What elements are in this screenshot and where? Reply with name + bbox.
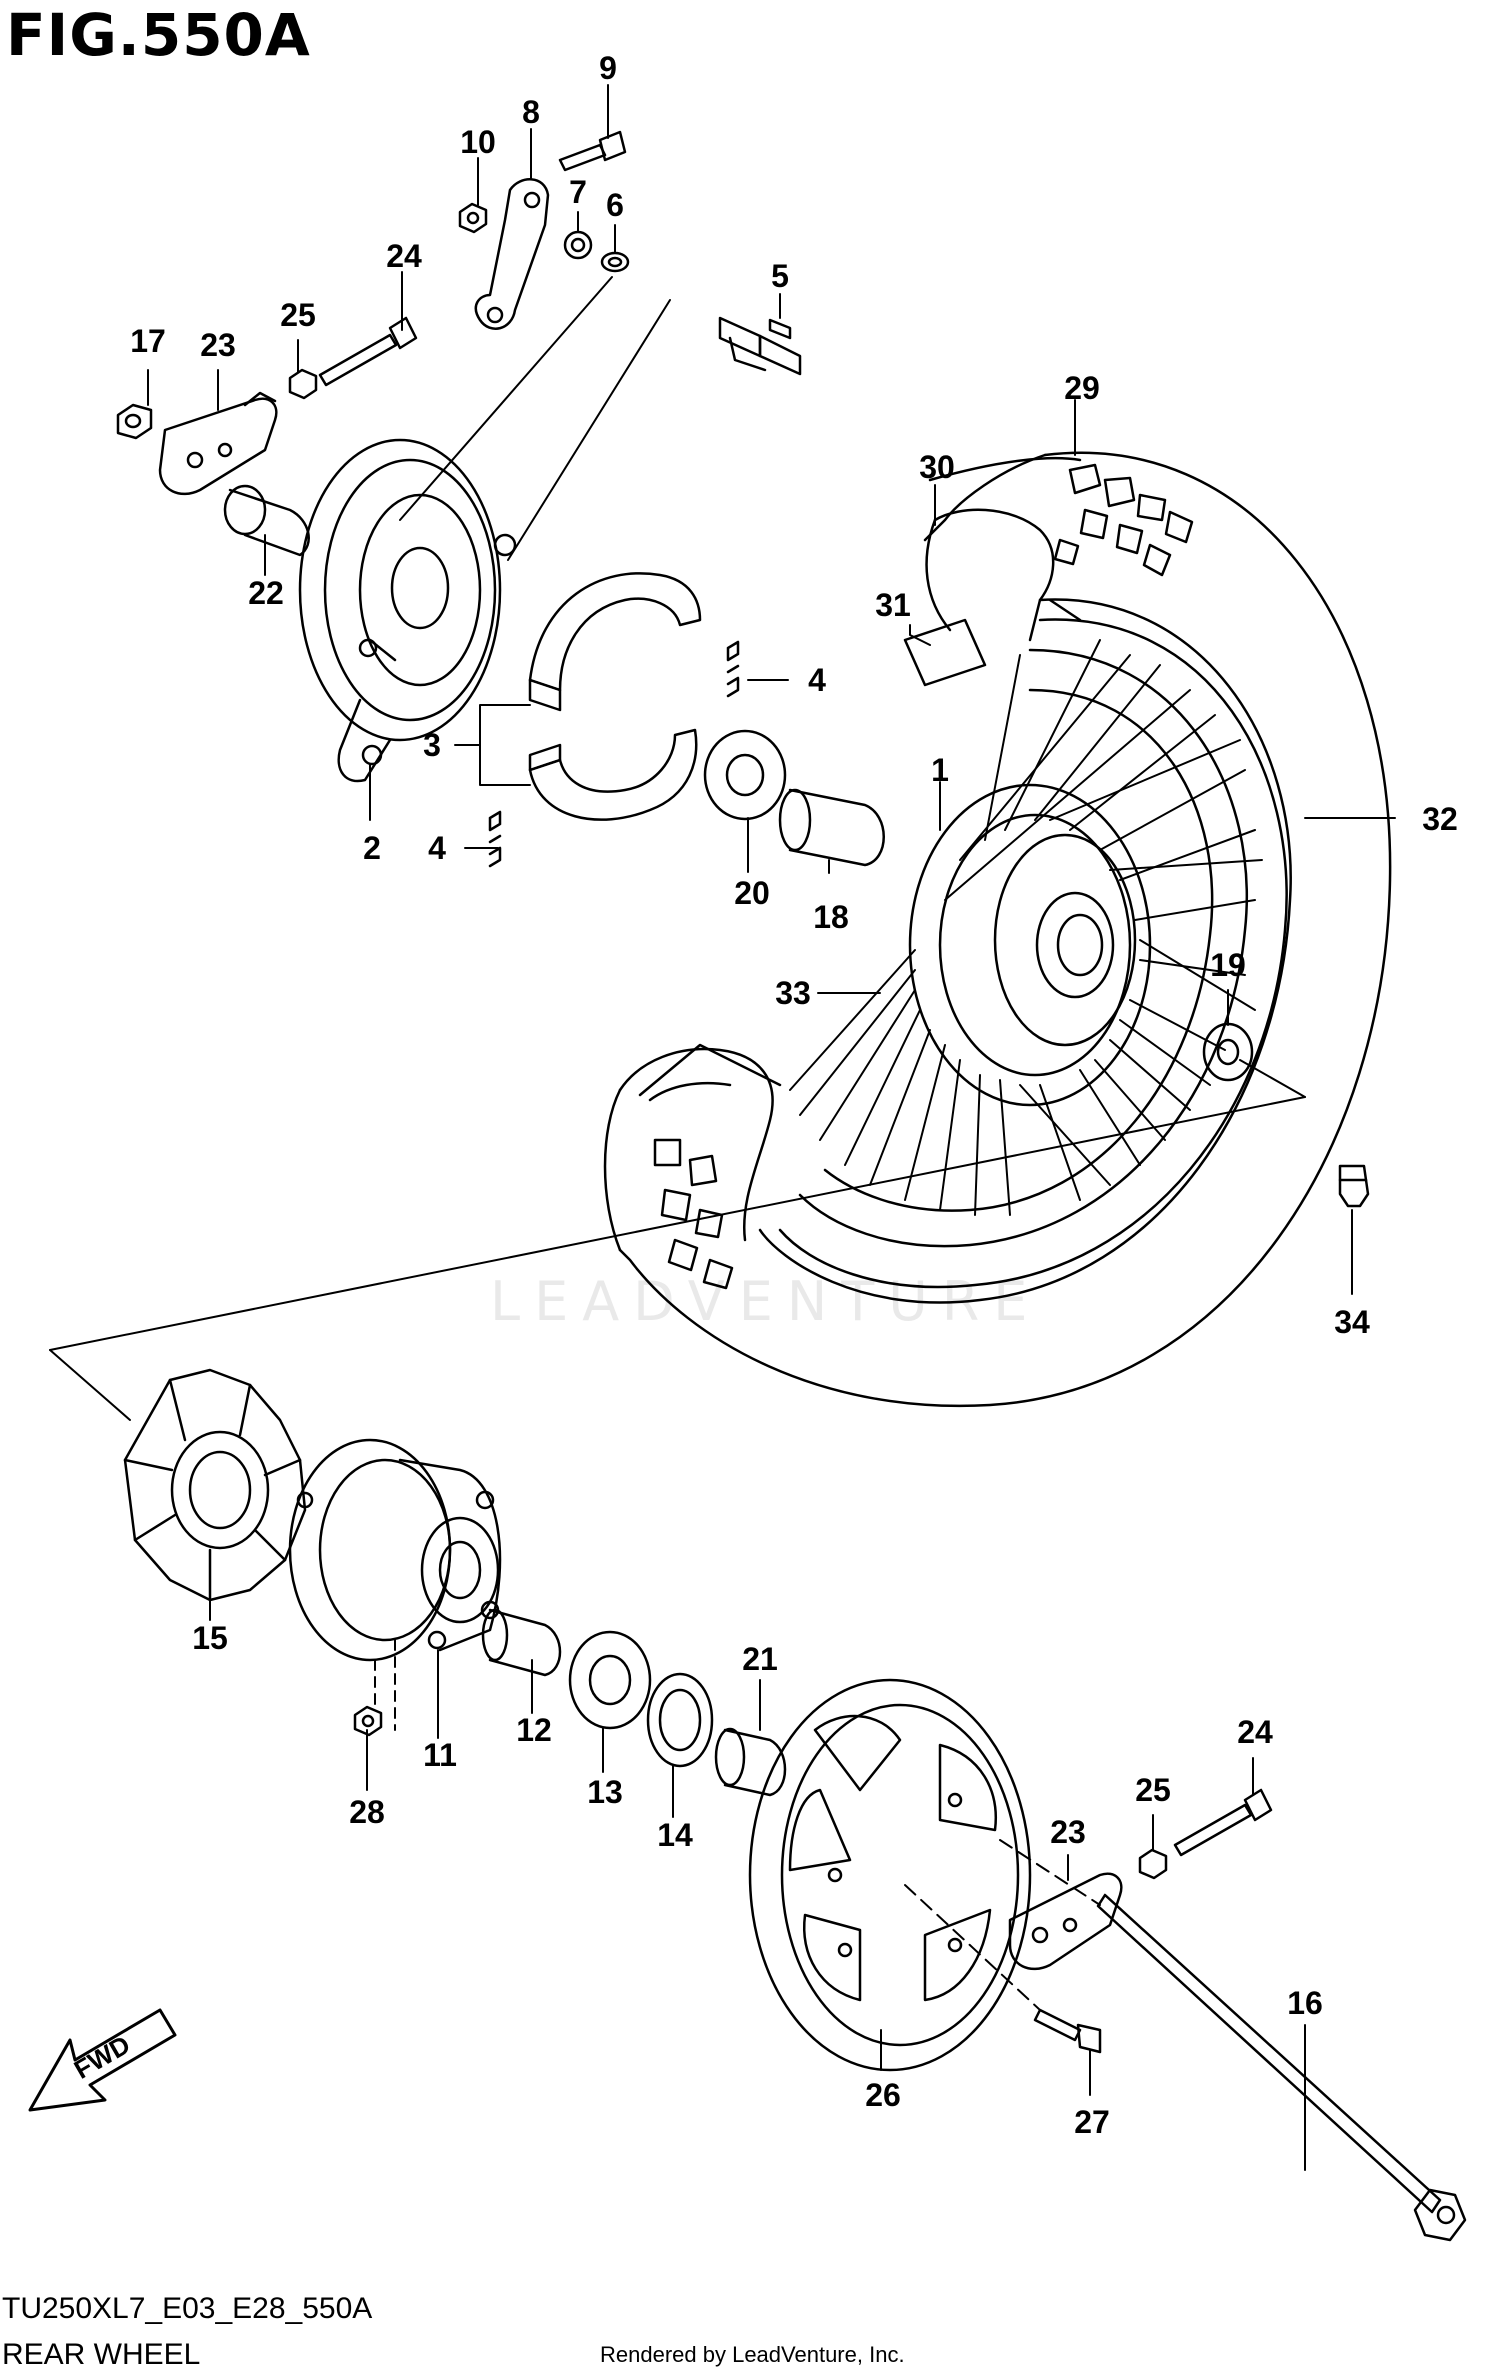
callout-31: 31 — [875, 587, 911, 623]
callout-17: 17 — [130, 323, 166, 359]
spacer-18 — [780, 790, 884, 865]
callout-25b: 25 — [1135, 1772, 1171, 1808]
bearing-19 — [1204, 1024, 1252, 1080]
brake-cam — [720, 318, 800, 374]
springs — [490, 642, 738, 866]
guide-lines — [50, 277, 1305, 2010]
bearing-13 — [570, 1632, 650, 1728]
fwd-arrow — [30, 2010, 175, 2110]
spacer-12 — [483, 1610, 560, 1675]
leader-lines — [148, 85, 1395, 2170]
adjuster-bolt-upper — [320, 318, 416, 385]
chain-adjuster-lower — [1010, 1874, 1121, 1969]
callout-16: 16 — [1287, 1985, 1323, 2021]
bearing-20 — [705, 731, 785, 819]
section-name: REAR WHEEL — [2, 2338, 201, 2371]
cush-damper — [125, 1370, 305, 1600]
rendered-by: Rendered by LeadVenture, Inc. — [600, 2342, 905, 2367]
callout-13: 13 — [587, 1774, 623, 1810]
adjuster-nut-lower — [1140, 1850, 1166, 1878]
chain-adjuster-upper — [160, 393, 276, 494]
callout-19: 19 — [1210, 947, 1246, 983]
inner-tube — [905, 510, 1053, 685]
callout-9: 9 — [599, 50, 617, 86]
callout-24b: 24 — [1237, 1714, 1273, 1750]
callout-26: 26 — [865, 2077, 901, 2113]
callout-4a: 4 — [808, 662, 826, 698]
oil-seal — [648, 1674, 712, 1766]
callout-25a: 25 — [280, 297, 316, 333]
callout-33: 33 — [775, 975, 811, 1011]
callout-20: 20 — [734, 875, 770, 911]
lever-bolt — [560, 132, 625, 170]
brake-lever — [476, 179, 548, 328]
valve — [1340, 1166, 1368, 1206]
tire — [605, 453, 1390, 1406]
lever-nut — [460, 204, 486, 232]
callout-24a: 24 — [386, 238, 422, 274]
callout-30: 30 — [919, 449, 955, 485]
brake-panel — [300, 440, 515, 781]
callout-23a: 23 — [200, 327, 236, 363]
callout-6: 6 — [606, 187, 624, 223]
callout-14: 14 — [657, 1817, 693, 1853]
callout-27: 27 — [1074, 2104, 1110, 2140]
callout-23b: 23 — [1050, 1814, 1086, 1850]
hub — [910, 785, 1150, 1105]
callout-8: 8 — [522, 94, 540, 130]
washers — [565, 232, 628, 271]
callout-5: 5 — [771, 258, 789, 294]
spacer-left — [225, 486, 309, 555]
callout-2: 2 — [363, 830, 381, 866]
spokes — [790, 640, 1262, 1215]
axle-nut-upper — [118, 405, 151, 438]
callout-12: 12 — [516, 1712, 552, 1748]
callout-15: 15 — [192, 1620, 228, 1656]
callout-34: 34 — [1334, 1304, 1370, 1340]
figure-title: FIG.550A — [6, 1, 311, 69]
callout-1: 1 — [931, 752, 949, 788]
callout-4b: 4 — [428, 830, 446, 866]
callout-32: 32 — [1422, 801, 1458, 837]
callout-21: 21 — [742, 1641, 778, 1677]
sprocket-bolt — [1035, 2010, 1100, 2052]
callout-29: 29 — [1064, 370, 1100, 406]
callout-22: 22 — [248, 575, 284, 611]
brake-shoes — [530, 573, 700, 819]
rear-sprocket — [750, 1680, 1030, 2070]
spacer-21 — [716, 1729, 785, 1795]
callout-18: 18 — [813, 899, 849, 935]
callout-7: 7 — [569, 174, 587, 210]
sprocket-nut — [355, 1707, 381, 1735]
adjuster-bolt-lower — [1175, 1790, 1271, 1855]
model-code: TU250XL7_E03_E28_550A — [2, 2292, 373, 2325]
callout-10: 10 — [460, 124, 496, 160]
callout-3: 3 — [423, 727, 441, 763]
sprocket-drum — [290, 1440, 500, 1660]
adjuster-nut-upper — [290, 370, 316, 398]
rim — [780, 620, 1287, 1287]
callout-11: 11 — [423, 1737, 457, 1773]
axle — [1098, 1895, 1465, 2240]
callout-28: 28 — [349, 1794, 385, 1830]
